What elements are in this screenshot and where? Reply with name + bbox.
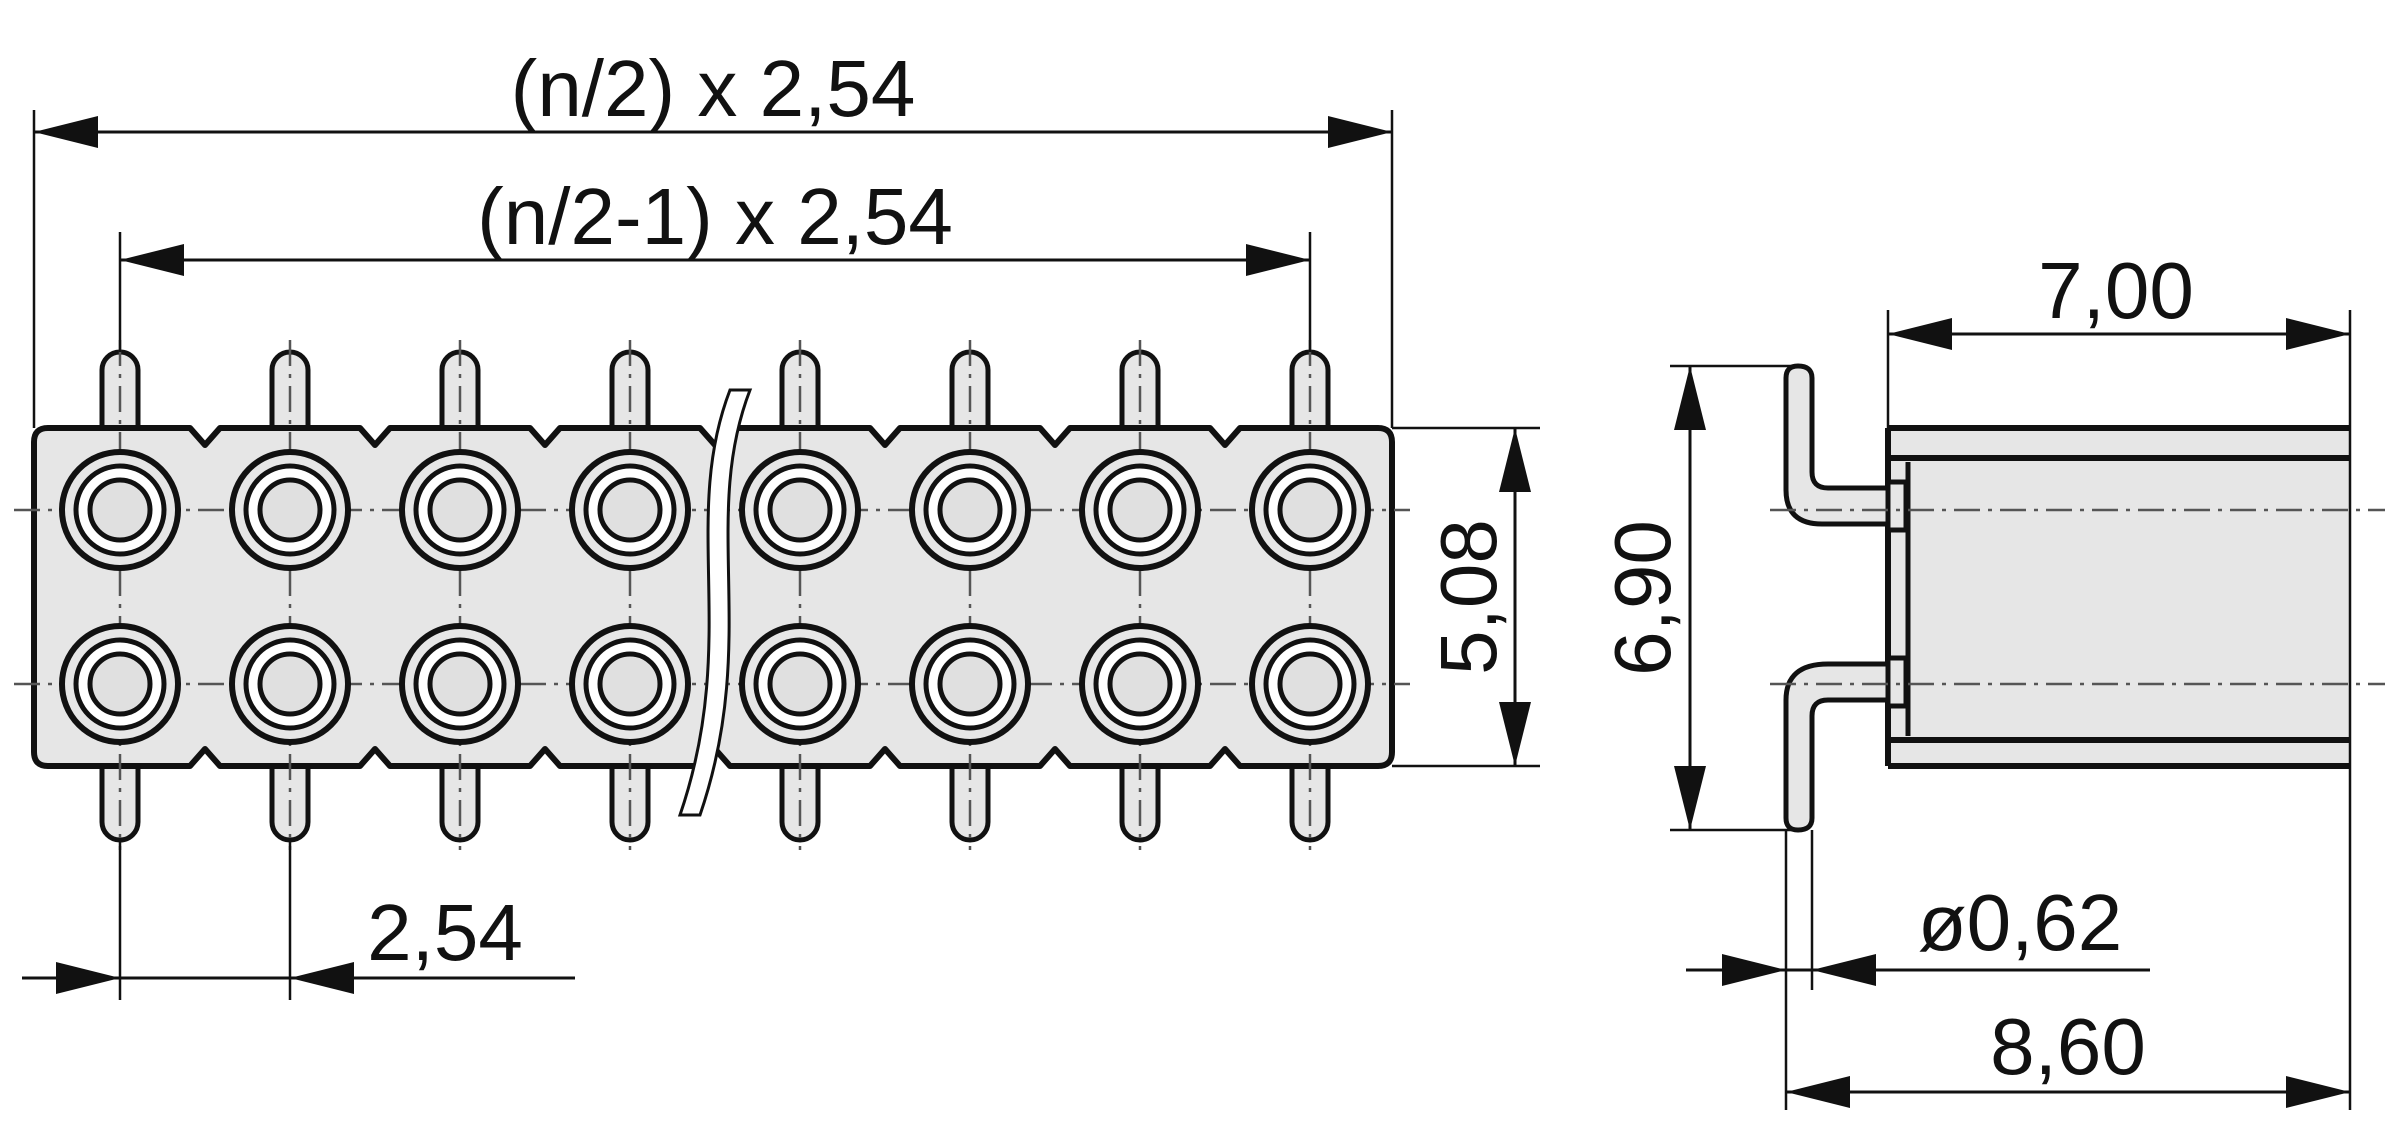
dim-overall-side-width: 8,60 [1786, 1002, 2350, 1108]
side-lead-collar-lower [1885, 655, 1909, 709]
dim-body-width: 7,00 [1888, 246, 2350, 350]
side-body-inner [1893, 462, 2350, 736]
pin-pitch-label: 2,54 [367, 888, 523, 977]
contact-row-1 [59, 449, 1371, 571]
side-lead-lower [1783, 661, 1891, 833]
top-pins [99, 349, 1331, 447]
contact [59, 449, 181, 571]
contact [399, 449, 521, 571]
contact [909, 449, 1031, 571]
overall-length-label: (n/2) x 2,54 [511, 44, 916, 133]
top-view: (n/2) x 2,54 (n/2-1) x 2,54 2,54 5,08 [14, 44, 1540, 1000]
contact-row-2 [59, 623, 1371, 745]
dim-overall-length: (n/2) x 2,54 [34, 44, 1392, 148]
side-view: 7,00 6,90 ø0,62 8,60 [1598, 246, 2385, 1110]
contact [909, 623, 1031, 745]
dim-pin-diameter: ø0,62 [1686, 878, 2150, 986]
contact [739, 623, 861, 745]
contact [569, 449, 691, 571]
contact [1079, 623, 1201, 745]
contact [569, 623, 691, 745]
pin-span-label: (n/2-1) x 2,54 [477, 172, 953, 261]
contact [739, 449, 861, 571]
contact [59, 623, 181, 745]
contact [229, 623, 351, 745]
break-mark [677, 388, 753, 817]
side-lead-collar-upper [1885, 479, 1909, 533]
contact [229, 449, 351, 571]
dim-total-height: 6,90 [1598, 366, 1706, 830]
dim-row-pitch: 5,08 [1424, 428, 1531, 766]
dim-pin-pitch: 2,54 [22, 888, 575, 994]
side-lead-upper [1783, 363, 1891, 527]
contact [1249, 623, 1371, 745]
dim-pin-span: (n/2-1) x 2,54 [120, 172, 1310, 276]
total-height-label: 6,90 [1598, 520, 1687, 676]
pin-diameter-label: ø0,62 [1918, 878, 2123, 967]
contact [399, 623, 521, 745]
body-width-label: 7,00 [2038, 246, 2194, 335]
overall-side-width-label: 8,60 [1990, 1002, 2146, 1091]
contact [1079, 449, 1201, 571]
row-pitch-label: 5,08 [1424, 519, 1513, 675]
contact [1249, 449, 1371, 571]
